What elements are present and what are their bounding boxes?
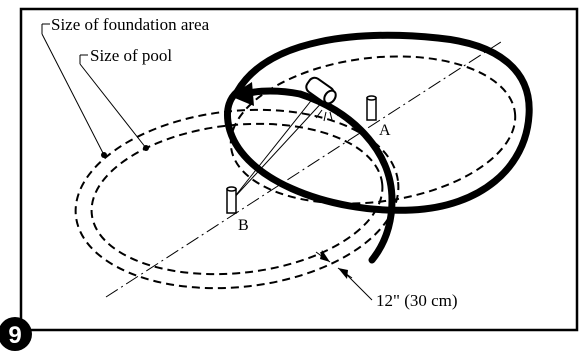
stake-a-icon bbox=[366, 95, 377, 121]
foundation-area-label: Size of foundation area bbox=[51, 15, 210, 34]
dimension-label: 12" (30 cm) bbox=[376, 291, 458, 310]
pool-outline bbox=[90, 122, 384, 276]
string-line-1 bbox=[231, 91, 319, 201]
dimension-marker: 12" (30 cm) bbox=[315, 250, 458, 310]
string-line-2 bbox=[231, 97, 327, 201]
step-number: 9 bbox=[8, 322, 21, 349]
marked-foundation-outline bbox=[224, 31, 533, 214]
step-badge: 9 bbox=[0, 317, 32, 351]
foundation-area-callout: Size of foundation area bbox=[41, 15, 210, 158]
center-line bbox=[105, 39, 505, 298]
arrow-head-icon bbox=[230, 82, 254, 106]
pool-label: Size of pool bbox=[90, 46, 172, 65]
direction-arrow bbox=[244, 87, 301, 98]
step-badge-circle bbox=[0, 317, 32, 351]
stake-b-label: B bbox=[238, 217, 249, 234]
upper-pool-outline bbox=[229, 55, 517, 205]
stake-a-label: A bbox=[379, 122, 391, 139]
marking-arc bbox=[296, 90, 396, 264]
stake-b-icon bbox=[226, 186, 237, 214]
pool-callout: Size of pool bbox=[79, 46, 172, 151]
spray-can-icon bbox=[305, 76, 339, 122]
